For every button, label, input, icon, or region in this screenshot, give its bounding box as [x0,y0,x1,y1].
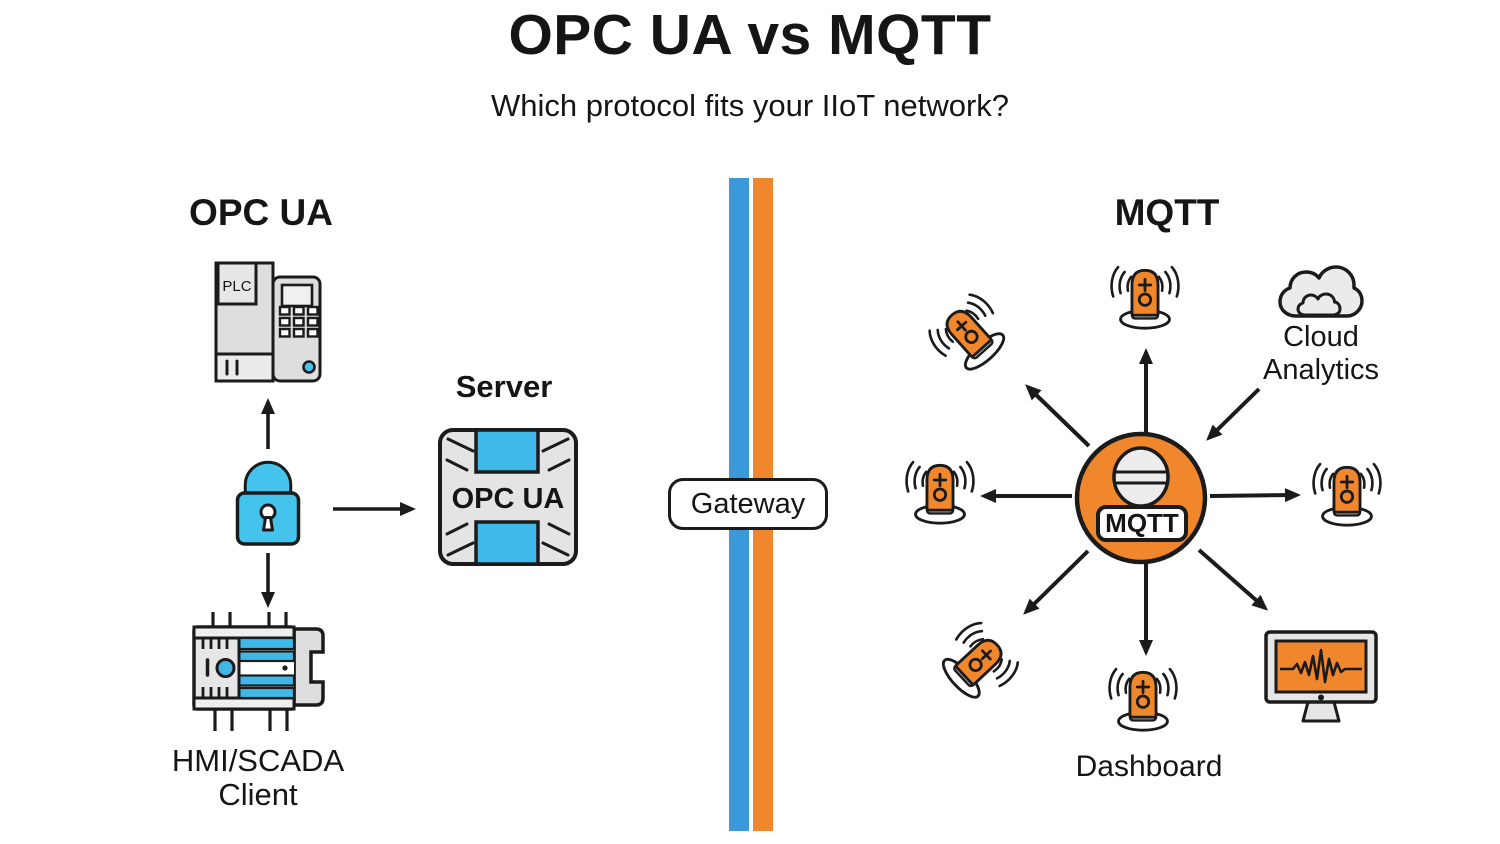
cloud-icon [1278,265,1364,318]
security-lock-icon [235,460,301,546]
arrow-broker-to-right-sensor [1209,488,1301,503]
page-title: OPC UA vs MQTT [508,3,992,67]
plc-device-icon: PLC [214,261,322,383]
sensor-beacon-topleft-icon [928,293,1006,371]
server-caption: Server [455,369,553,404]
mqtt-broker-icon: MQTT [1074,431,1208,565]
sensor-beacon-right-icon [1312,462,1382,527]
hmi-scada-client-label: HMI/SCADA Client [171,743,345,812]
arrow-cloud-to-broker [1206,387,1261,441]
opcua-heading: OPC UA [189,192,333,233]
gateway-node: Gateway [668,478,828,530]
mqtt-heading: MQTT [1114,192,1220,233]
page-subtitle: Which protocol fits your IIoT network? [490,88,1010,123]
dashboard-label: Dashboard [1075,750,1223,783]
sensor-beacon-bottomleft-icon [941,621,1020,699]
sensor-beacon-left-icon [905,460,975,525]
server-chip-label: OPC UA [452,483,565,515]
broker-label: MQTT [1105,508,1179,538]
sensor-beacon-bottom-icon [1108,667,1178,732]
opcua-server-icon: OPC UA [438,428,578,566]
cloud-analytics-label: Cloud Analytics [1262,321,1380,386]
hmi-scada-client-icon [192,612,325,731]
gateway-label: Gateway [690,487,806,520]
sensor-beacon-top-icon [1110,265,1180,330]
dashboard-monitor-icon [1264,630,1378,723]
plc-label: PLC [222,278,251,295]
